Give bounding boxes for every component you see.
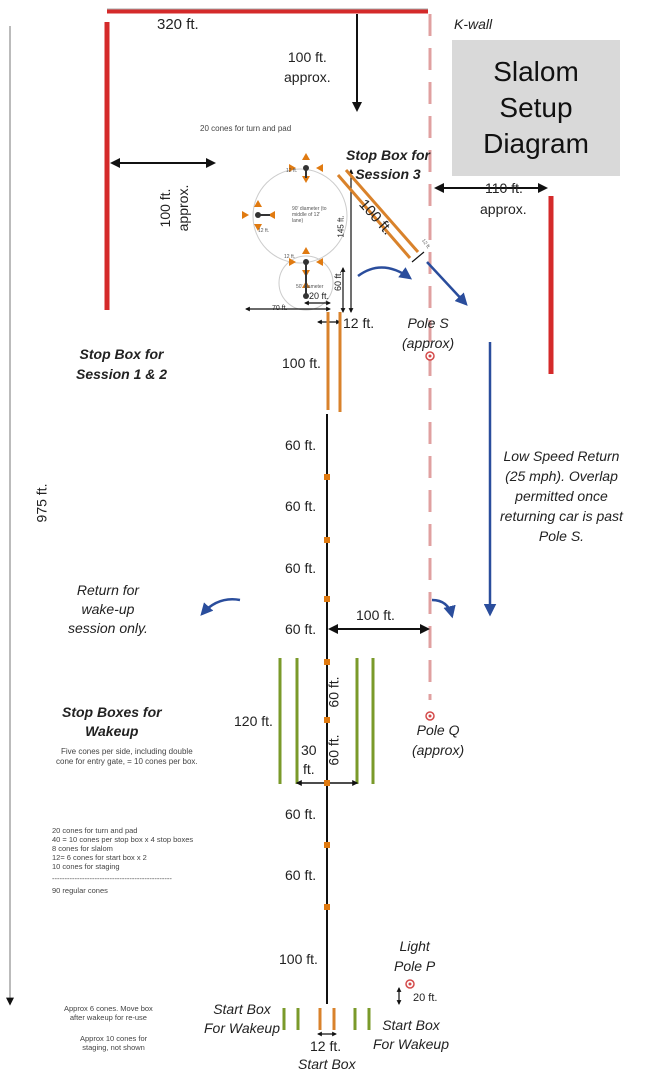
pad-20-label: 20 ft.: [309, 291, 330, 301]
low-speed-return-label: Low Speed Return (25 mph). Overlap permi…: [500, 448, 623, 544]
circle-12b-label: 12 ft.: [258, 228, 270, 234]
start-box-label: Start Box: [298, 1056, 356, 1072]
s3-stopbox-line-b: [344, 169, 420, 253]
right-gap-label: 110 ft.: [485, 180, 523, 196]
pole-s-label: Pole S (approx): [402, 315, 455, 351]
pad-70-label: 70 ft.: [272, 305, 288, 312]
pad-60-label: 60 ft.: [333, 270, 344, 292]
cone-list-rule: ----------------------------------------…: [52, 874, 172, 883]
top-depth-label: 100 ft. approx.: [284, 49, 331, 85]
gate-4-label: 60 ft.: [285, 621, 317, 637]
stopbox-s3-label: Stop Box for Session 3: [346, 147, 430, 182]
return-right-arrow: [431, 598, 456, 619]
dist-100-bottom-label: 100 ft.: [279, 951, 318, 967]
gate-3-label: 60 ft.: [285, 560, 317, 576]
start-12-label: 12 ft.: [310, 1038, 342, 1054]
stopbox-s12-label: Stop Box for Session 1 & 2: [76, 346, 168, 382]
return-arrow-diag: [426, 261, 468, 306]
wakeup-stopboxes: [278, 658, 375, 784]
gate-2-label: 60 ft.: [285, 498, 317, 514]
s3-stopbox-line-a: [336, 174, 412, 259]
start-box-wakeup-left: [282, 1008, 300, 1030]
wakeup-60b-label: 60 ft.: [325, 734, 342, 766]
approx-6-note: Approx 6 cones. Move box after wakeup fo…: [64, 1004, 153, 1022]
light-pole-label: Light Pole P: [394, 938, 436, 974]
approx-10-note: Approx 10 cones for staging, not shown: [80, 1034, 148, 1052]
return-wakeup-arrow: [200, 598, 241, 616]
diagram-title: Slalom Setup Diagram: [483, 56, 589, 159]
start-box-main: [318, 1008, 336, 1030]
wakeup-120-label: 120 ft.: [234, 713, 273, 729]
circle-small-label: 50' diameter: [296, 284, 324, 290]
pole-q-label: Pole Q (approx): [412, 722, 465, 758]
return-arrow-top: [357, 266, 413, 280]
turn-circle-large: [252, 168, 348, 264]
to-pole-q-label: 100 ft.: [356, 607, 395, 623]
pole-p-20-label: 20 ft.: [413, 992, 438, 1004]
gate-6-label: 60 ft.: [285, 867, 317, 883]
circle-12c-label: 12 ft.: [284, 254, 296, 260]
right-gap-approx-label: approx.: [480, 201, 527, 217]
stopboxes-wakeup-label: Stop Boxes for Wakeup: [62, 704, 162, 739]
start-box-wakeup-right-label: Start Box For Wakeup: [373, 1017, 449, 1052]
start-box-wakeup-left-label: Start Box For Wakeup: [204, 1001, 280, 1036]
top-width-label: 320 ft.: [157, 16, 199, 33]
turn-cones-note: 20 cones for turn and pad: [200, 124, 292, 133]
gate-5-label: 60 ft.: [285, 806, 317, 822]
kwall-label: K-wall: [454, 16, 493, 32]
dim-s3-12: [411, 251, 425, 263]
return-wakeup-label: Return for wake-up session only.: [68, 582, 148, 636]
left-depth-label: 100 ft. approx.: [157, 184, 191, 232]
pad-145-label: 145 ft.: [336, 215, 346, 238]
cone-list: 20 cones for turn and pad 40 = 10 cones …: [52, 826, 194, 871]
total-length-label: 975 ft.: [33, 483, 50, 523]
circle-large-label: 90' diameter (to middle of 12' lane): [292, 206, 327, 224]
wakeup-30-label: 30 ft.: [301, 742, 317, 777]
wakeup-note: Five cones per side, including double co…: [56, 747, 198, 766]
wakeup-60a-label: 60 ft.: [325, 676, 342, 708]
lane-12-label: 12 ft.: [343, 315, 375, 331]
diagram-title-box: Slalom Setup Diagram: [452, 40, 620, 176]
dist-100-top-label: 100 ft.: [282, 355, 321, 371]
circle-12a-label: 12 ft.: [286, 168, 298, 174]
gate-1-label: 60 ft.: [285, 437, 317, 453]
start-box-wakeup-right: [353, 1008, 371, 1030]
cone-total: 90 regular cones: [52, 886, 108, 895]
